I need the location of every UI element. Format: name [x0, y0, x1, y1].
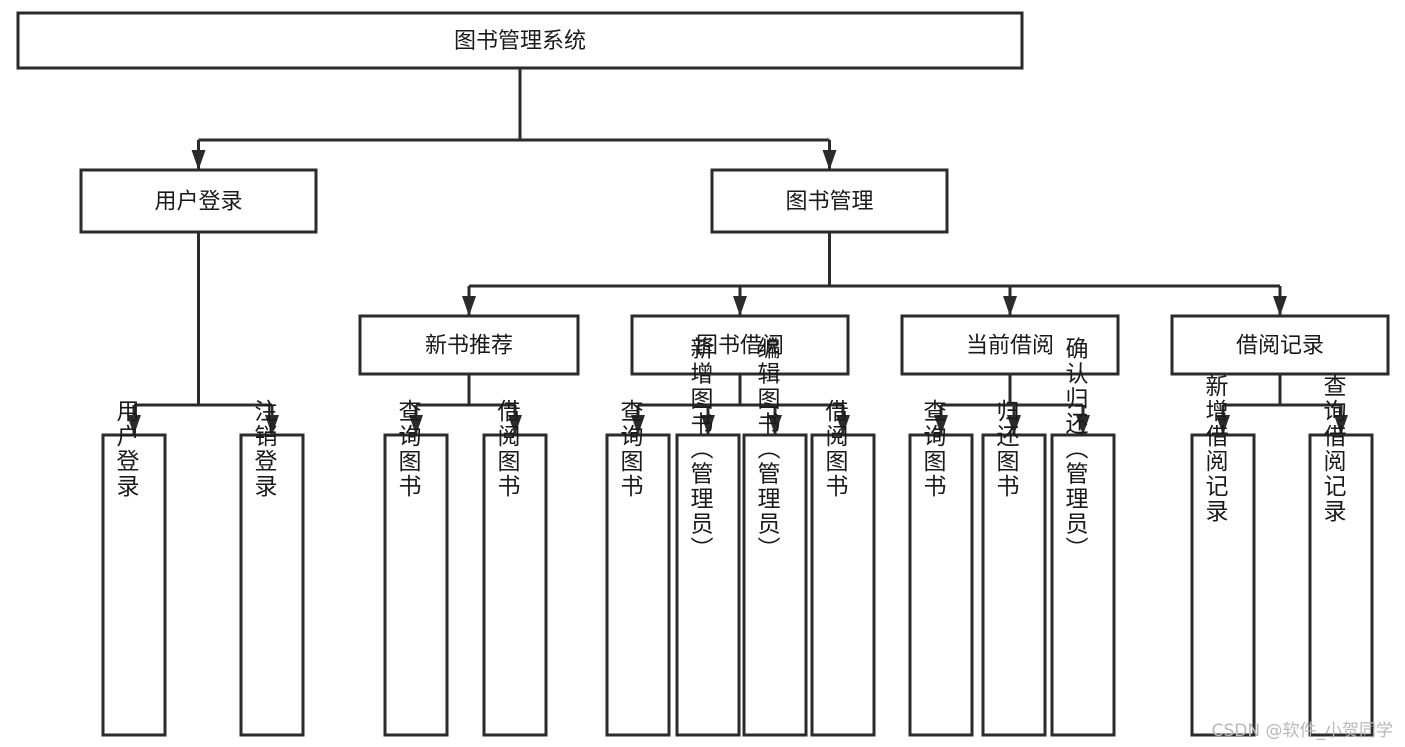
node-box[interactable] — [239, 433, 305, 737]
node-label: 图书管理系统 — [454, 29, 586, 54]
arrow-head-icon — [631, 415, 645, 435]
node-leaf-return-book[interactable]: 归还图书 — [981, 399, 1047, 737]
node-box[interactable] — [742, 433, 808, 737]
node-box[interactable] — [101, 433, 167, 737]
node-label: 借阅图书 — [821, 399, 849, 499]
arrow-head-icon — [701, 415, 715, 435]
node-leaf-query-book-borrow[interactable]: 查询图书 — [605, 399, 671, 737]
node-label: 查询图书 — [394, 399, 422, 499]
node-label: 用户登录 — [154, 190, 242, 215]
arrow-head-icon — [836, 415, 850, 435]
node-box[interactable] — [710, 168, 949, 234]
node-box[interactable] — [358, 314, 580, 376]
node-user-login[interactable]: 用户登录 — [79, 168, 318, 234]
node-book-management[interactable]: 图书管理 — [710, 168, 949, 234]
node-label: 编辑图书（管理员） — [753, 337, 781, 562]
arrow-head-icon — [265, 415, 279, 435]
node-label: 新增图书（管理员） — [686, 337, 714, 562]
node-label: 查询借阅记录 — [1319, 374, 1347, 524]
node-borrow-record[interactable]: 借阅记录 — [1170, 314, 1390, 376]
arrow-head-icon — [822, 150, 837, 170]
node-root[interactable]: 图书管理系统 — [16, 11, 1024, 70]
node-box[interactable] — [79, 168, 318, 234]
arrow-head-icon — [1334, 415, 1348, 435]
node-leaf-borrow-book-new[interactable]: 借阅图书 — [482, 399, 548, 737]
node-label: 新书推荐 — [425, 334, 513, 359]
node-label: 归还图书 — [992, 399, 1020, 499]
node-label: 当前借阅 — [966, 334, 1054, 359]
node-box[interactable] — [675, 433, 741, 737]
node-box[interactable] — [1050, 433, 1116, 737]
node-box[interactable] — [1170, 314, 1390, 376]
node-leaf-add-book-admin[interactable]: 新增图书（管理员） — [675, 337, 741, 737]
arrow-head-icon — [1273, 296, 1287, 316]
node-label: 查询图书 — [919, 399, 947, 499]
node-leaf-add-borrow-record[interactable]: 新增借阅记录 — [1190, 374, 1256, 737]
arrow-head-icon — [1076, 415, 1090, 435]
arrow-head-icon — [1216, 415, 1230, 435]
node-book-borrow[interactable]: 图书借阅 — [630, 314, 850, 376]
node-label: 查询图书 — [616, 399, 644, 499]
arrow-head-icon — [1007, 415, 1021, 435]
node-label: 借阅图书 — [493, 399, 521, 499]
node-label: 图书管理 — [785, 190, 873, 215]
node-box[interactable] — [16, 11, 1024, 70]
arrow-head-icon — [934, 415, 948, 435]
node-box[interactable] — [1308, 433, 1374, 737]
node-leaf-edit-book-admin[interactable]: 编辑图书（管理员） — [742, 337, 808, 737]
connector-layer — [127, 68, 1348, 435]
node-box[interactable] — [908, 433, 974, 737]
node-label: 用户登录 — [112, 399, 140, 499]
arrow-head-icon — [191, 150, 206, 170]
node-current-borrow[interactable]: 当前借阅 — [900, 314, 1120, 376]
arrow-head-icon — [733, 296, 747, 316]
arrow-head-icon — [768, 415, 782, 435]
node-box[interactable] — [630, 314, 850, 376]
node-leaf-query-book-new[interactable]: 查询图书 — [383, 399, 449, 737]
node-leaf-user-login[interactable]: 用户登录 — [101, 399, 167, 737]
node-leaf-confirm-return-admin[interactable]: 确认归还（管理员） — [1050, 337, 1116, 737]
node-box[interactable] — [605, 433, 671, 737]
node-label: 确认归还（管理员） — [1061, 337, 1089, 562]
node-box[interactable] — [900, 314, 1120, 376]
node-new-book-recommend[interactable]: 新书推荐 — [358, 314, 580, 376]
node-leaf-query-borrow-record[interactable]: 查询借阅记录 — [1308, 374, 1374, 737]
node-box[interactable] — [981, 433, 1047, 737]
arrow-head-icon — [409, 415, 423, 435]
arrow-head-icon — [462, 296, 476, 316]
node-box[interactable] — [383, 433, 449, 737]
arrow-head-icon — [1003, 296, 1017, 316]
node-layer: 图书管理系统用户登录图书管理新书推荐图书借阅当前借阅借阅记录用户登录注销登录查询… — [16, 11, 1390, 737]
arrow-head-icon — [127, 415, 141, 435]
node-box[interactable] — [1190, 433, 1256, 737]
node-box[interactable] — [482, 433, 548, 737]
node-label: 新增借阅记录 — [1201, 374, 1229, 524]
arrow-head-icon — [508, 415, 522, 435]
node-leaf-borrow-book[interactable]: 借阅图书 — [810, 399, 876, 737]
node-label: 图书借阅 — [696, 334, 784, 359]
node-label: 借阅记录 — [1236, 334, 1324, 359]
node-leaf-logout-login[interactable]: 注销登录 — [239, 399, 305, 737]
node-box[interactable] — [810, 433, 876, 737]
node-leaf-query-book-current[interactable]: 查询图书 — [908, 399, 974, 737]
node-label: 注销登录 — [250, 399, 278, 499]
